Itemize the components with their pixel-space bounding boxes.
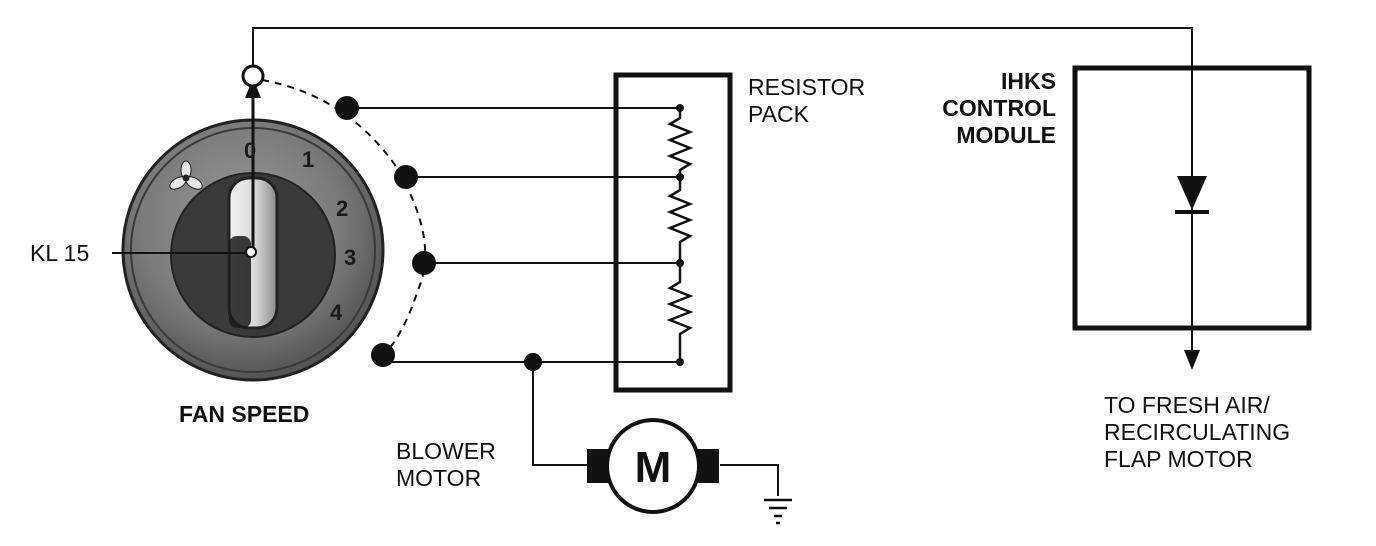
- ihks-control-module: [1072, 65, 1312, 370]
- resistor-pack-label-line1: RESISTOR: [748, 74, 866, 100]
- resistor-node-2: [676, 173, 684, 181]
- ground-icon: [764, 498, 792, 525]
- flap-motor-label-line1: TO FRESH AIR/: [1104, 392, 1270, 418]
- fan-icon: [169, 160, 203, 190]
- dial-number-0: 0: [244, 138, 256, 163]
- dial-number-1: 1: [302, 147, 314, 172]
- ihks-module-label-line1: IHKS: [1001, 68, 1056, 94]
- contact-off: [241, 64, 265, 88]
- flap-motor-label-line3: FLAP MOTOR: [1104, 446, 1253, 473]
- resistor-icon: [666, 108, 694, 362]
- switch-contacts: [241, 64, 436, 367]
- flap-motor-label: TO FRESH AIR/ RECIRCULATING FLAP MOTOR: [1104, 392, 1290, 473]
- resistor-pack-box: [613, 72, 733, 393]
- motor-circle: [605, 418, 701, 514]
- resistor-node-3: [676, 259, 684, 267]
- dial-number-4: 4: [330, 300, 343, 325]
- dial-pivot: [245, 246, 257, 258]
- dial-knob-shadow: [229, 236, 251, 328]
- wire-to-blower: [532, 362, 588, 466]
- resistor-pack-label-line2: PACK: [748, 101, 809, 128]
- diode-icon: [1175, 176, 1209, 214]
- resistor-pack: [613, 72, 733, 393]
- motor-symbol: M: [635, 443, 672, 492]
- output-arrow: [1184, 350, 1200, 370]
- wire-blower-ground: [720, 464, 779, 496]
- dial-number-2: 2: [336, 196, 348, 221]
- wire-kl15-to-ihks: [252, 27, 1193, 178]
- fan-speed-switch: 0 1 2 3 4: [112, 78, 385, 382]
- kl15-label: KL 15: [30, 240, 90, 266]
- fan-speed-label: FAN SPEED: [179, 401, 310, 427]
- ihks-module-label: IHKS CONTROL MODULE: [935, 68, 1056, 149]
- blower-motor-label-line2: MOTOR: [396, 465, 482, 492]
- blower-motor-label-line1: BLOWER: [396, 438, 496, 464]
- motor-icon: M: [587, 418, 719, 514]
- resistor-node-4: [676, 358, 684, 366]
- ihks-module-label-line2: CONTROL: [942, 95, 1056, 122]
- dial-number-3: 3: [344, 245, 356, 270]
- resistor-node-1: [676, 104, 684, 112]
- resistor-pack-label: RESISTOR PACK: [748, 74, 865, 128]
- dial-pointer-arrow: [245, 78, 261, 98]
- blower-motor-label: BLOWER MOTOR: [396, 438, 496, 492]
- contact-speed-4[interactable]: [371, 343, 395, 367]
- contact-arc-dashed: [261, 79, 427, 351]
- junction-blower: [524, 353, 542, 371]
- ihks-module-label-line3: MODULE: [956, 122, 1056, 149]
- flap-motor-label-line2: RECIRCULATING: [1104, 419, 1291, 446]
- wires: [252, 27, 1193, 496]
